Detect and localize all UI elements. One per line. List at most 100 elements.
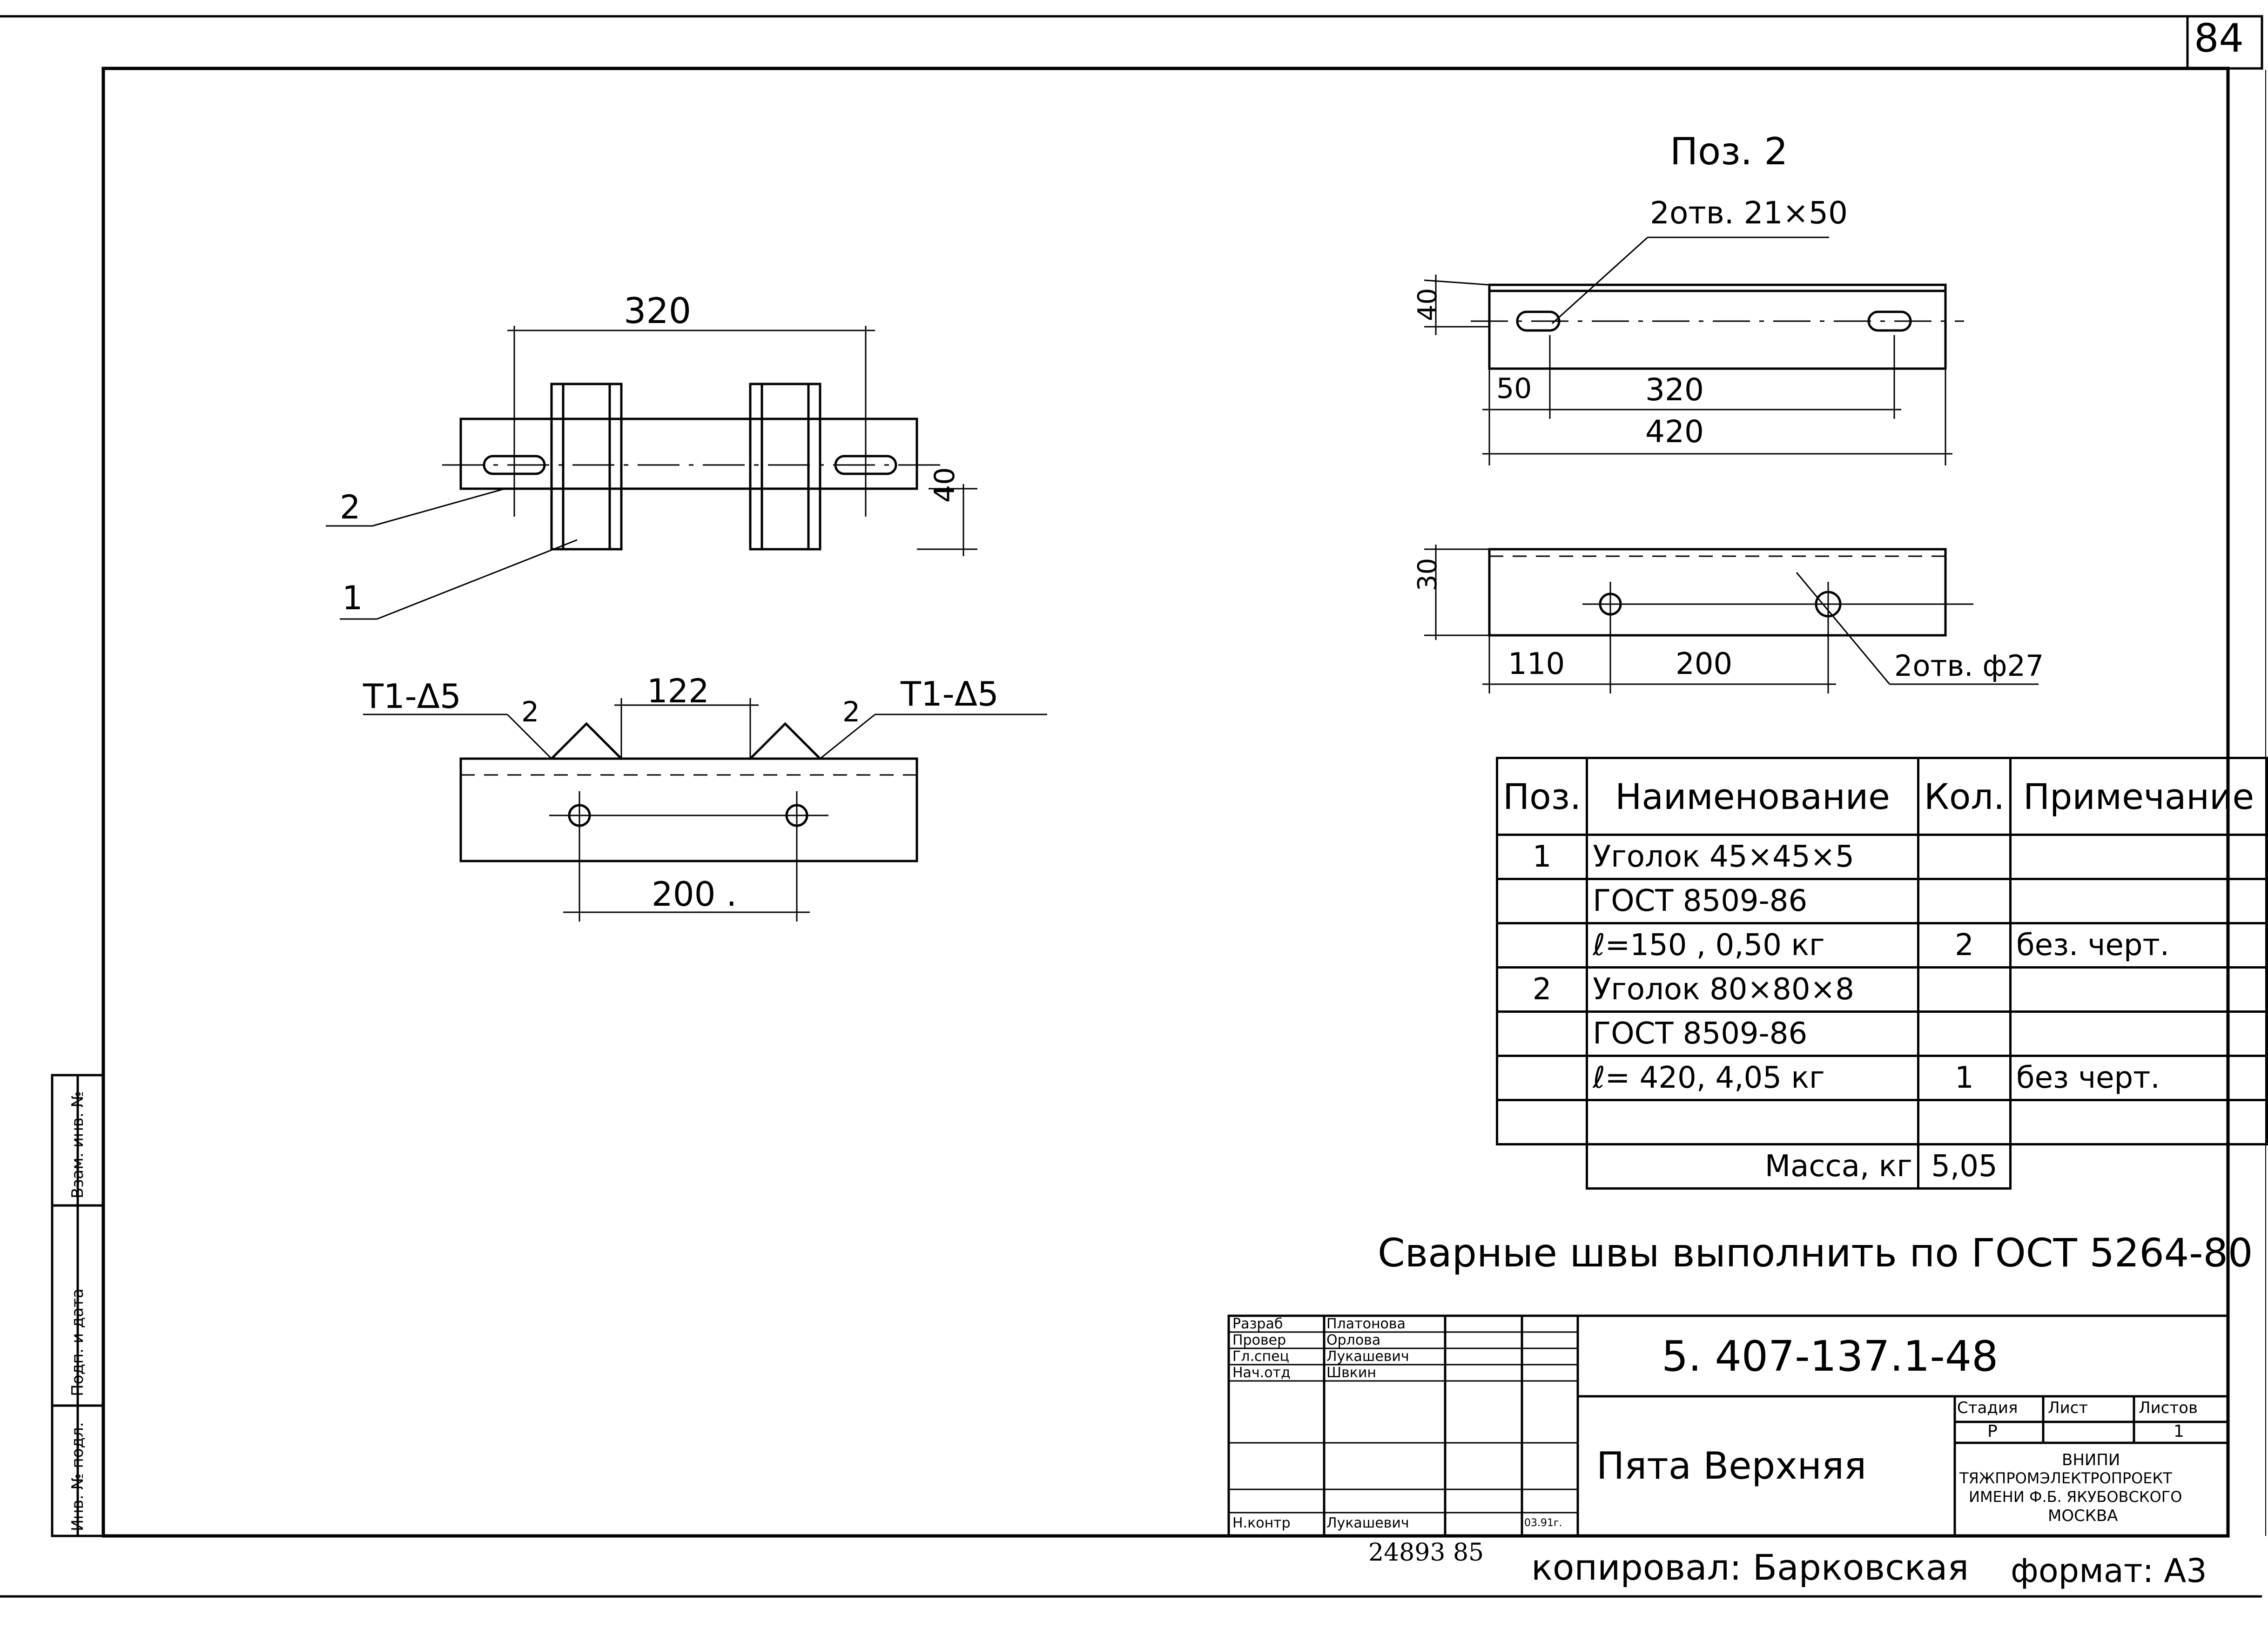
spec-cell-name: ГОСТ 8509-86 [1586, 1010, 1919, 1057]
table-row: ℓ= 420, 4,05 кг 1 без черт. [1495, 1055, 2268, 1101]
spec-cell-pos [1495, 922, 1588, 969]
pos2-bottom-view [1424, 545, 2039, 693]
spec-cell-pos [1495, 878, 1588, 924]
role-checker: Провер [1232, 1332, 1286, 1348]
spec-mass-value: 5,05 [1917, 1143, 2012, 1190]
date-norm-control: 03.91г. [1524, 1517, 1562, 1529]
role-dept-head: Нач.отд [1232, 1365, 1291, 1381]
spec-cell-note [2009, 1099, 2268, 1145]
stage-value: Р [1987, 1422, 1998, 1441]
side-stamp-inv-replace: Взам. инв. № [68, 1091, 87, 1198]
role-chief-specialist: Гл.спец [1232, 1348, 1289, 1365]
sheets-value: 1 [2174, 1422, 2184, 1441]
left-view-dim-top: 320 [624, 290, 692, 331]
name-developer: Платонова [1326, 1316, 1406, 1332]
stage-header: Стадия [1957, 1399, 2018, 1417]
spec-cell-qty: 2 [1917, 922, 2012, 969]
pos2-top-view [1424, 236, 1964, 465]
pos2-title: Поз. 2 [1670, 130, 1788, 173]
spec-cell-pos [1495, 1099, 1588, 1145]
bottom-view [363, 698, 1047, 922]
spec-mass-label: Масса, кг [1586, 1143, 1919, 1190]
spec-header-pos: Поз. [1495, 757, 1588, 836]
pos2-bottom-dim-height: 30 [1413, 558, 1443, 591]
pos2-top-dim-holes: 320 [1645, 372, 1704, 408]
spec-cell-pos [1495, 1010, 1588, 1057]
spec-cell-name: ℓ= 420, 4,05 кг [1586, 1055, 1919, 1101]
spec-cell-name: Уголок 45×45×5 [1586, 834, 1919, 880]
pos2-bottom-dim-edge: 110 [1508, 647, 1565, 681]
spec-cell-name: ГОСТ 8509-86 [1586, 878, 1919, 924]
org-line-3: ИМЕНИ Ф.Б. ЯКУБОВСКОГО [1969, 1488, 2182, 1506]
archive-number: 24893 85 [1368, 1539, 1484, 1567]
sheet-number: 84 [2194, 15, 2244, 61]
pos2-holes-note: 2отв. 21×50 [1650, 195, 1848, 231]
table-row: ГОСТ 8509-86 [1495, 878, 2268, 924]
bottom-view-dim-gap: 122 [647, 672, 709, 710]
title-block-frame [1227, 1314, 2229, 1537]
pos2-top-dim-height: 40 [1413, 288, 1443, 321]
org-line-1: ВНИПИ [2062, 1451, 2120, 1469]
sheet-number-box [2186, 15, 2263, 70]
pos2-bottom-holes-note: 2отв. ф27 [1894, 649, 2044, 683]
spec-cell-qty [1917, 878, 2012, 924]
table-row: ГОСТ 8509-86 [1495, 1010, 2268, 1057]
table-row: ℓ=150 , 0,50 кг 2 без. черт. [1495, 922, 2268, 969]
bottom-view-callout-left: 2 [521, 696, 539, 728]
spec-cell-note [2009, 966, 2268, 1013]
spec-header-qty: Кол. [1917, 757, 2012, 836]
bottom-view-callout-right: 2 [842, 696, 861, 728]
weld-symbol-right: Т1-Δ5 [901, 674, 999, 714]
name-chief-specialist: Лукашевич [1326, 1348, 1409, 1365]
spec-header-name: Наименование [1586, 757, 1919, 836]
spec-cell-qty [1917, 1099, 2012, 1145]
spec-cell-name: Уголок 80×80×8 [1586, 966, 1919, 1013]
spec-cell-name [1586, 1099, 1919, 1145]
left-view-dim-height: 40 [929, 467, 961, 503]
drawing-designation: 5. 407-137.1-48 [1662, 1332, 1999, 1381]
drawing-title: Пята Верхняя [1596, 1444, 1867, 1488]
sheet-header: Лист [2048, 1399, 2088, 1417]
sheets-header: Листов [2139, 1399, 2198, 1417]
table-row: 2 Уголок 80×80×8 [1495, 966, 2268, 1013]
weld-note: Сварные швы выполнить по ГОСТ 5264-80 [1378, 1230, 2253, 1276]
spec-cell-note: без черт. [2009, 1055, 2268, 1101]
side-stamp-sign-date: Подп. и дата [68, 1288, 87, 1396]
spec-cell-note: без. черт. [2009, 922, 2268, 969]
spec-cell-qty [1917, 1010, 2012, 1057]
role-norm-control: Н.контр [1232, 1515, 1291, 1531]
left-view-callout-1: 1 [342, 579, 363, 617]
name-dept-head: Швкин [1326, 1365, 1376, 1381]
spec-cell-qty: 1 [1917, 1055, 2012, 1101]
spec-header-row: Поз. Наименование Кол. Примечание [1495, 757, 2268, 836]
spec-cell-note [2009, 878, 2268, 924]
spec-mass-row: Масса, кг 5,05 [1497, 1143, 2267, 1190]
spec-cell-qty [1917, 834, 2012, 880]
copied-by: копировал: Барковская [1531, 1547, 1969, 1588]
spec-cell-pos: 2 [1495, 966, 1588, 1013]
name-checker: Орлова [1326, 1332, 1381, 1348]
org-line-2: ТЯЖПРОМЭЛЕКТРОПРОЕКТ [1959, 1469, 2172, 1487]
name-norm-control: Лукашевич [1326, 1515, 1409, 1531]
bottom-view-dim-holes: 200 . [652, 875, 737, 914]
table-row [1495, 1099, 2268, 1145]
left-view [326, 326, 977, 620]
org-line-4: МОСКВА [2048, 1507, 2118, 1525]
spec-cell-name: ℓ=150 , 0,50 кг [1586, 922, 1919, 969]
left-view-callout-2: 2 [340, 488, 361, 526]
spec-cell-qty [1917, 966, 2012, 1013]
spec-header-note: Примечание [2009, 757, 2268, 836]
spec-cell-pos [1495, 1055, 1588, 1101]
pos2-top-dim-edge: 50 [1496, 372, 1532, 405]
role-developer: Разраб [1232, 1316, 1283, 1332]
table-row: 1 Уголок 45×45×5 [1495, 834, 2268, 880]
spec-cell-note [2009, 1010, 2268, 1057]
pos2-bottom-dim-holes: 200 [1676, 647, 1733, 681]
paper-format: формат: А3 [2011, 1552, 2207, 1590]
pos2-top-dim-length: 420 [1645, 414, 1704, 450]
weld-symbol-left: Т1-Δ5 [363, 677, 461, 716]
specification-table: Поз. Наименование Кол. Примечание 1 Угол… [1495, 757, 2268, 1190]
side-stamp-frame [51, 1074, 105, 1537]
spec-cell-note [2009, 834, 2268, 880]
spec-cell-pos: 1 [1495, 834, 1588, 880]
